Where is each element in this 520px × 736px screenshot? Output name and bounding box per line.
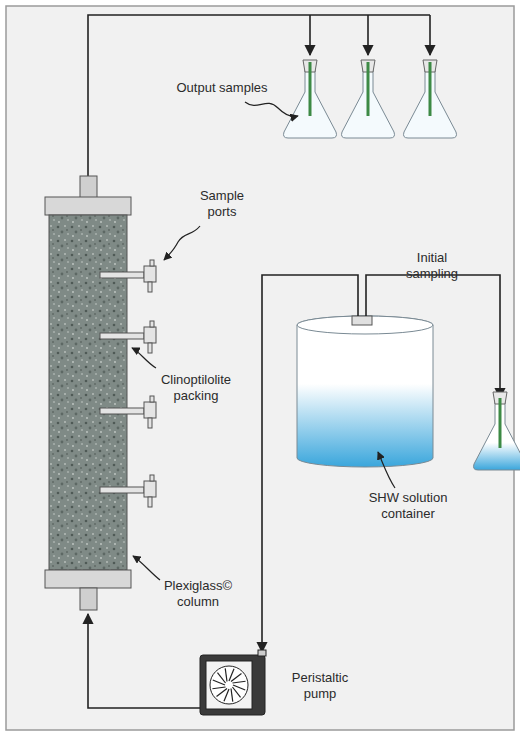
callout-label: Output samples <box>157 80 287 96</box>
callout-label: Peristaltic pump <box>285 670 355 702</box>
callout-label: Initial sampling <box>392 250 472 282</box>
callout-label: SHW solution container <box>358 490 458 522</box>
callout-label: Plexiglass© column <box>158 578 238 610</box>
callout-label: Clinoptilolite packing <box>151 372 241 404</box>
callout-label: Sample ports <box>190 188 254 220</box>
